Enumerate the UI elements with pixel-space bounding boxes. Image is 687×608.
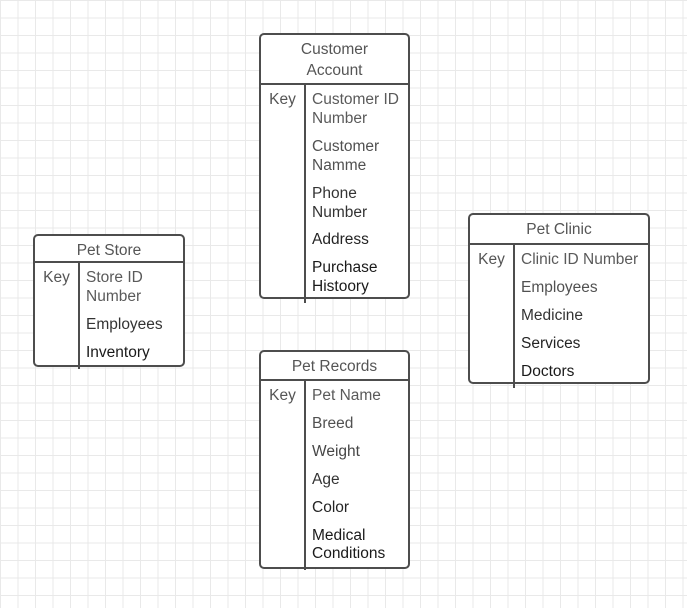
attribute-row: Employees — [521, 278, 598, 296]
key-column-pet-store: Key — [35, 263, 80, 369]
attribute-row: Clinic ID Number — [521, 251, 639, 268]
attribute-row: Breed — [312, 414, 354, 432]
attribute-row: Color — [312, 498, 350, 516]
key-column-pet-records: Key — [261, 381, 306, 571]
attribute-row: Weight — [312, 442, 360, 460]
key-column-customer-account: Key — [261, 85, 306, 304]
attribute-row: Medicine — [521, 306, 584, 324]
attribute-row: Inventory — [86, 343, 150, 361]
entity-title-customer-account: Customer Account — [261, 35, 408, 85]
attribute-row: Address — [312, 231, 369, 249]
attribute-row: Purchase Histoory — [312, 259, 378, 296]
attribute-row: Employees — [86, 315, 163, 333]
key-column-pet-clinic: Key — [470, 245, 515, 388]
attribute-row: Medical Conditions — [312, 526, 386, 563]
attribute-row: Customer ID Number — [312, 91, 399, 127]
entity-title-pet-records: Pet Records — [261, 352, 408, 381]
attribute-row: Phone Number — [312, 184, 368, 221]
attribute-row: Customer Namme — [312, 137, 380, 174]
attribute-row: Services — [521, 334, 581, 352]
attribute-row: Store ID Number — [86, 269, 143, 305]
entity-title-pet-clinic: Pet Clinic — [470, 215, 648, 245]
attribute-row: Pet Name — [312, 387, 381, 404]
entity-title-pet-store: Pet Store — [35, 236, 183, 263]
attribute-row: Age — [312, 470, 340, 488]
attribute-row: Doctors — [521, 362, 575, 380]
